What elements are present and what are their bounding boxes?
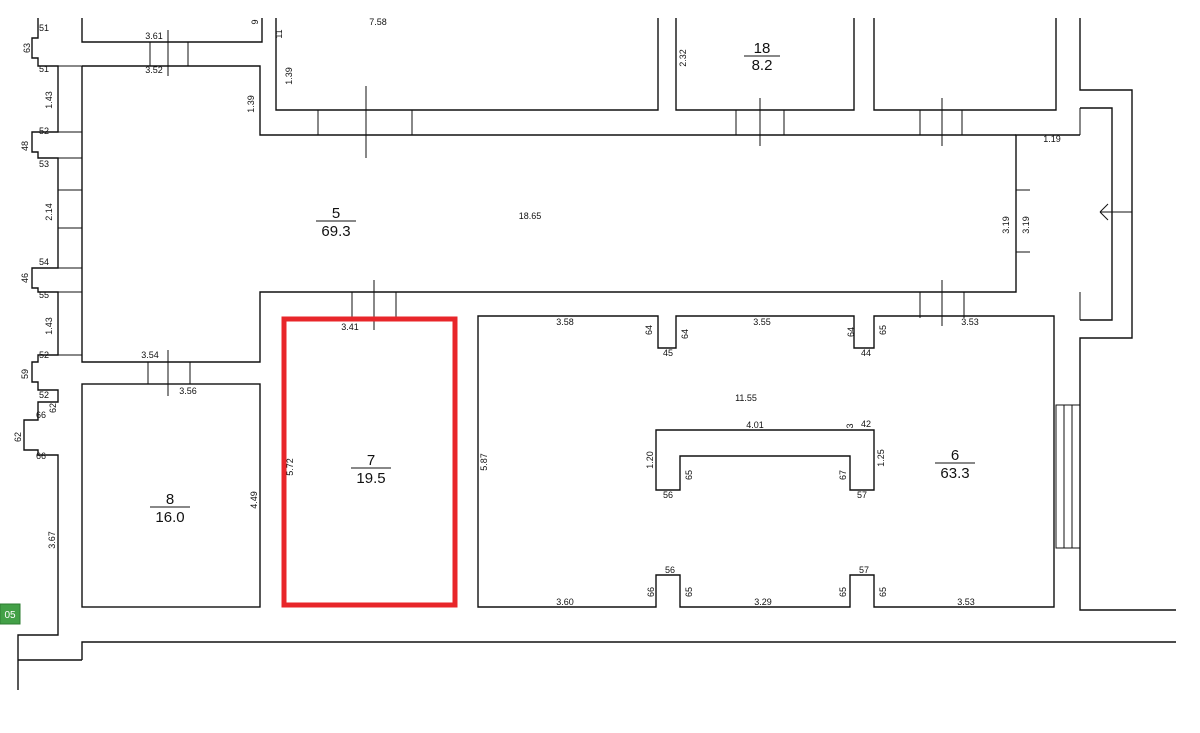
dim-label: 55 (39, 290, 49, 300)
dim-label: 56 (663, 490, 673, 500)
dim-label: 65 (878, 325, 888, 335)
dim-label: 64 (680, 329, 690, 339)
dim-label: 65 (838, 587, 848, 597)
dim-label: 65 (878, 587, 888, 597)
dim-label: 3.53 (961, 317, 979, 327)
dim-label: 52 (39, 350, 49, 360)
dim-label: 56 (665, 565, 675, 575)
dim-label: 5.87 (479, 453, 489, 471)
dim-label: 2.14 (44, 203, 54, 221)
dim-label: 7.58 (369, 17, 387, 27)
dim-label: 1.43 (44, 91, 54, 109)
room-5-number: 5 (332, 205, 340, 222)
room-6-number: 6 (951, 447, 959, 464)
room-label-7: 7 19.5 (351, 452, 391, 487)
dim-label: 3.19 (1001, 216, 1011, 234)
dim-label: 9 (250, 19, 260, 24)
room-5-area: 69.3 (321, 223, 350, 240)
room-label-18: 18 8.2 (744, 40, 780, 74)
dim-label: 3 (845, 423, 855, 428)
dim-label: 1.20 (645, 451, 655, 469)
dim-label: 66 (646, 587, 656, 597)
dim-label: 3.19 (1021, 216, 1031, 234)
dim-label: 65 (684, 470, 694, 480)
room-8-area: 16.0 (155, 509, 184, 526)
dim-label: 11.55 (735, 393, 757, 403)
dim-label: 62 (48, 403, 58, 413)
dim-label: 52 (39, 126, 49, 136)
dim-label: 11 (274, 29, 284, 38)
dim-label: 1.19 (1043, 134, 1061, 144)
dim-label: 64 (644, 325, 654, 335)
room-7-number: 7 (367, 452, 375, 469)
room-5-walls (18, 18, 1176, 661)
room-label-5: 5 69.3 (316, 205, 356, 240)
dim-label: 62 (13, 432, 23, 442)
dim-label: 3.55 (753, 317, 771, 327)
dim-label: 4.01 (746, 420, 764, 430)
dim-label: 3.56 (179, 386, 197, 396)
dim-label: 66 (36, 451, 46, 461)
dim-label: 65 (684, 587, 694, 597)
dim-label: 46 (20, 273, 30, 283)
room-6-walls (477, 315, 1055, 608)
dim-label: 66 (36, 410, 46, 420)
dim-label: 5.72 (285, 458, 295, 476)
level-tag-label: 05 (4, 610, 16, 621)
dim-label: 3.41 (341, 322, 359, 332)
dim-label: 52 (39, 390, 49, 400)
door-symbols (147, 30, 1081, 549)
dim-label: 3.54 (141, 350, 159, 360)
dim-label: 3.61 (145, 31, 163, 41)
dim-label: 59 (20, 369, 30, 379)
room-8-walls (81, 383, 261, 608)
left-wall (17, 18, 263, 690)
dim-label: 18.65 (519, 211, 542, 221)
dim-label: 57 (857, 490, 867, 500)
dim-label: 42 (861, 419, 871, 429)
dim-label: 48 (20, 141, 30, 151)
dim-label: 3.29 (754, 597, 772, 607)
dim-label: 3.67 (47, 531, 57, 549)
room-label-8: 8 16.0 (150, 491, 190, 526)
room-7-highlight[interactable] (281, 316, 458, 608)
dim-label: 3.58 (556, 317, 574, 327)
dim-label: 51 (39, 64, 49, 74)
dim-label: 3.53 (957, 597, 975, 607)
room-6-area: 63.3 (940, 465, 969, 482)
dim-label: 2.32 (678, 49, 688, 67)
dim-label: 57 (859, 565, 869, 575)
dim-label: 1.43 (44, 317, 54, 335)
dim-label: 1.39 (246, 95, 256, 113)
room-8-number: 8 (166, 491, 174, 508)
dim-label: 64 (846, 327, 856, 337)
dim-label: 67 (838, 470, 848, 480)
dim-label: 63 (22, 43, 32, 53)
room-18-area: 8.2 (752, 57, 773, 74)
room-7-area: 19.5 (356, 470, 385, 487)
dim-label: 1.25 (876, 449, 886, 467)
dim-label: 1.39 (284, 67, 294, 85)
dim-label: 44 (861, 348, 871, 358)
dim-label: 54 (39, 257, 49, 267)
dim-label: 51 (39, 23, 49, 33)
dimension-labels: 63 51 51 1.43 52 48 53 2.14 54 46 55 1.4… (13, 17, 1061, 607)
dim-label: 4.49 (249, 491, 259, 509)
dim-label: 3.52 (145, 65, 163, 75)
room-label-6: 6 63.3 (935, 447, 975, 482)
level-tag: 05 (0, 603, 21, 625)
dim-label: 3.60 (556, 597, 574, 607)
dim-label: 45 (663, 348, 673, 358)
room-18-number: 18 (754, 40, 771, 57)
dim-label: 53 (39, 159, 49, 169)
